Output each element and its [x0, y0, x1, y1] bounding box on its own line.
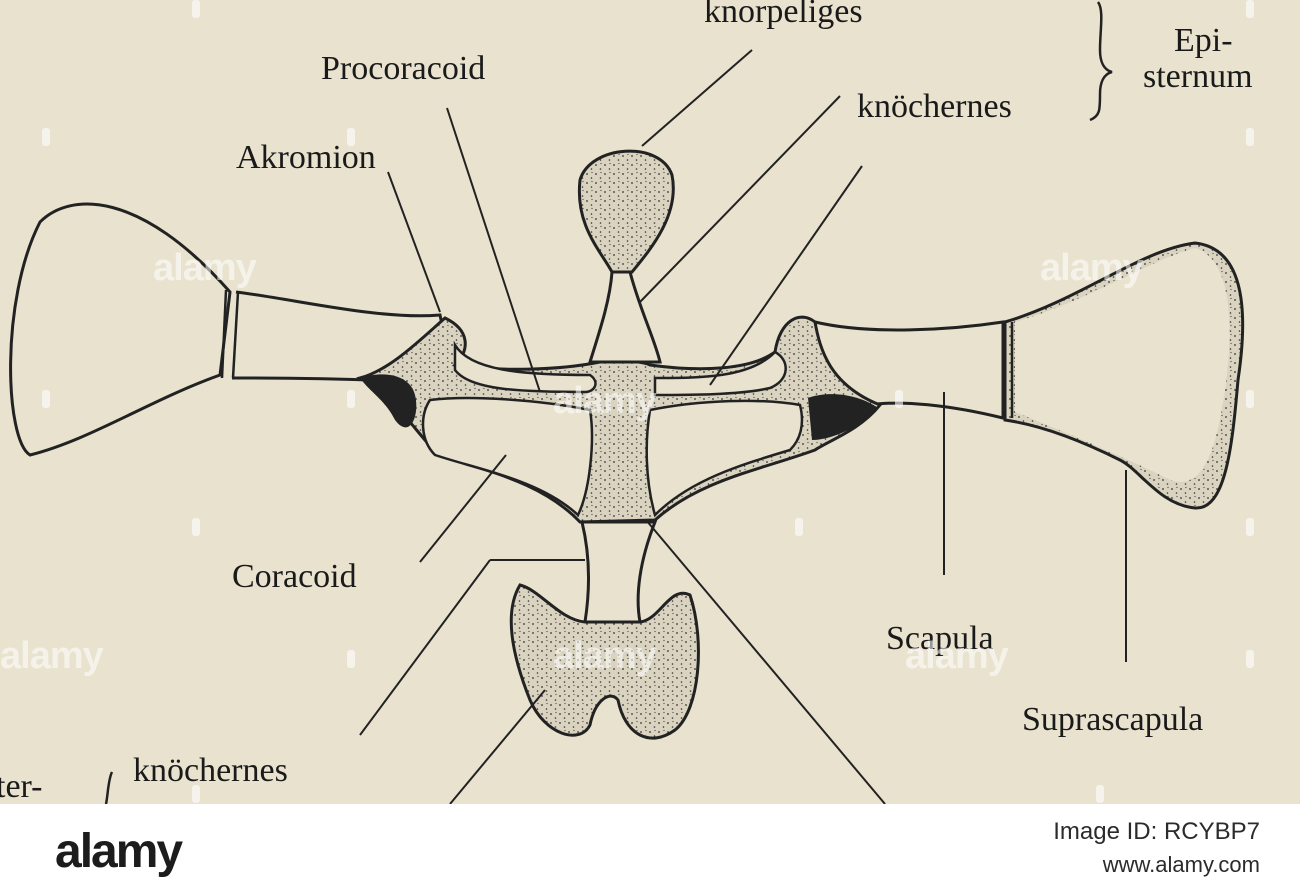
watermark-dot [795, 518, 803, 536]
watermark-dot [42, 128, 50, 146]
label-suprascapula: Suprascapula [1022, 701, 1204, 738]
watermark-dot [347, 650, 355, 668]
figure-plate: knorpeliges Procoracoid Epi- sternum knö… [0, 0, 1300, 804]
watermark-dot [1246, 128, 1254, 146]
label-knochernes-bottom: knöchernes [133, 752, 288, 789]
right-coracoid [645, 399, 804, 518]
watermark-dot [42, 390, 50, 408]
shoulder-girdle-drawing [9, 1, 1245, 804]
label-procoracoid: Procoracoid [321, 50, 486, 87]
watermark-dot [192, 785, 200, 803]
sternum-cartilage [509, 583, 700, 740]
watermark: alamy [1040, 247, 1144, 289]
image-info: Image ID: RCYBP7 www.alamy.com [1053, 818, 1260, 878]
sternum-brace [104, 771, 114, 804]
left-coracoid [421, 396, 594, 518]
watermark: alamy [553, 635, 657, 677]
watermark-dot [1096, 785, 1104, 803]
left-procoracoid-slot [453, 340, 597, 394]
episternum-cartilage [577, 149, 675, 274]
label-knorpeliges: knorpeliges [704, 0, 863, 30]
right-scapula [814, 320, 1005, 420]
label-scapula: Scapula [886, 620, 994, 657]
label-epi: Epi- [1174, 22, 1233, 59]
label-ster-partial: ter- [0, 768, 43, 805]
label-coracoid: Coracoid [232, 558, 357, 595]
watermark-dot [1246, 390, 1254, 408]
episternum-bony [587, 270, 662, 364]
image-id: Image ID: RCYBP7 [1053, 818, 1260, 845]
watermark-dot [347, 390, 355, 408]
watermark-dot [192, 0, 200, 18]
sternum-bony [580, 520, 658, 624]
watermark-dot [347, 128, 355, 146]
watermark-dot [1246, 650, 1254, 668]
site-url[interactable]: www.alamy.com [1102, 852, 1260, 877]
watermark-dot [1246, 0, 1254, 18]
watermark: alamy [0, 635, 104, 677]
watermark-dot [895, 390, 903, 408]
alamy-logo: alamy [55, 825, 183, 878]
leader-lines [359, 49, 1127, 804]
label-knochernes-top: knöchernes [857, 88, 1012, 125]
left-suprascapula [9, 202, 232, 457]
watermark-dot [1246, 518, 1254, 536]
episternum-brace [1089, 1, 1113, 122]
watermark: alamy [553, 380, 657, 422]
watermark: alamy [905, 635, 1009, 677]
label-sternum-top: sternum [1143, 58, 1253, 95]
footer-bar: alamy Image ID: RCYBP7 www.alamy.com [0, 804, 1300, 894]
watermark-dot [192, 518, 200, 536]
watermark: alamy [153, 247, 257, 289]
label-akromion: Akromion [236, 139, 376, 176]
